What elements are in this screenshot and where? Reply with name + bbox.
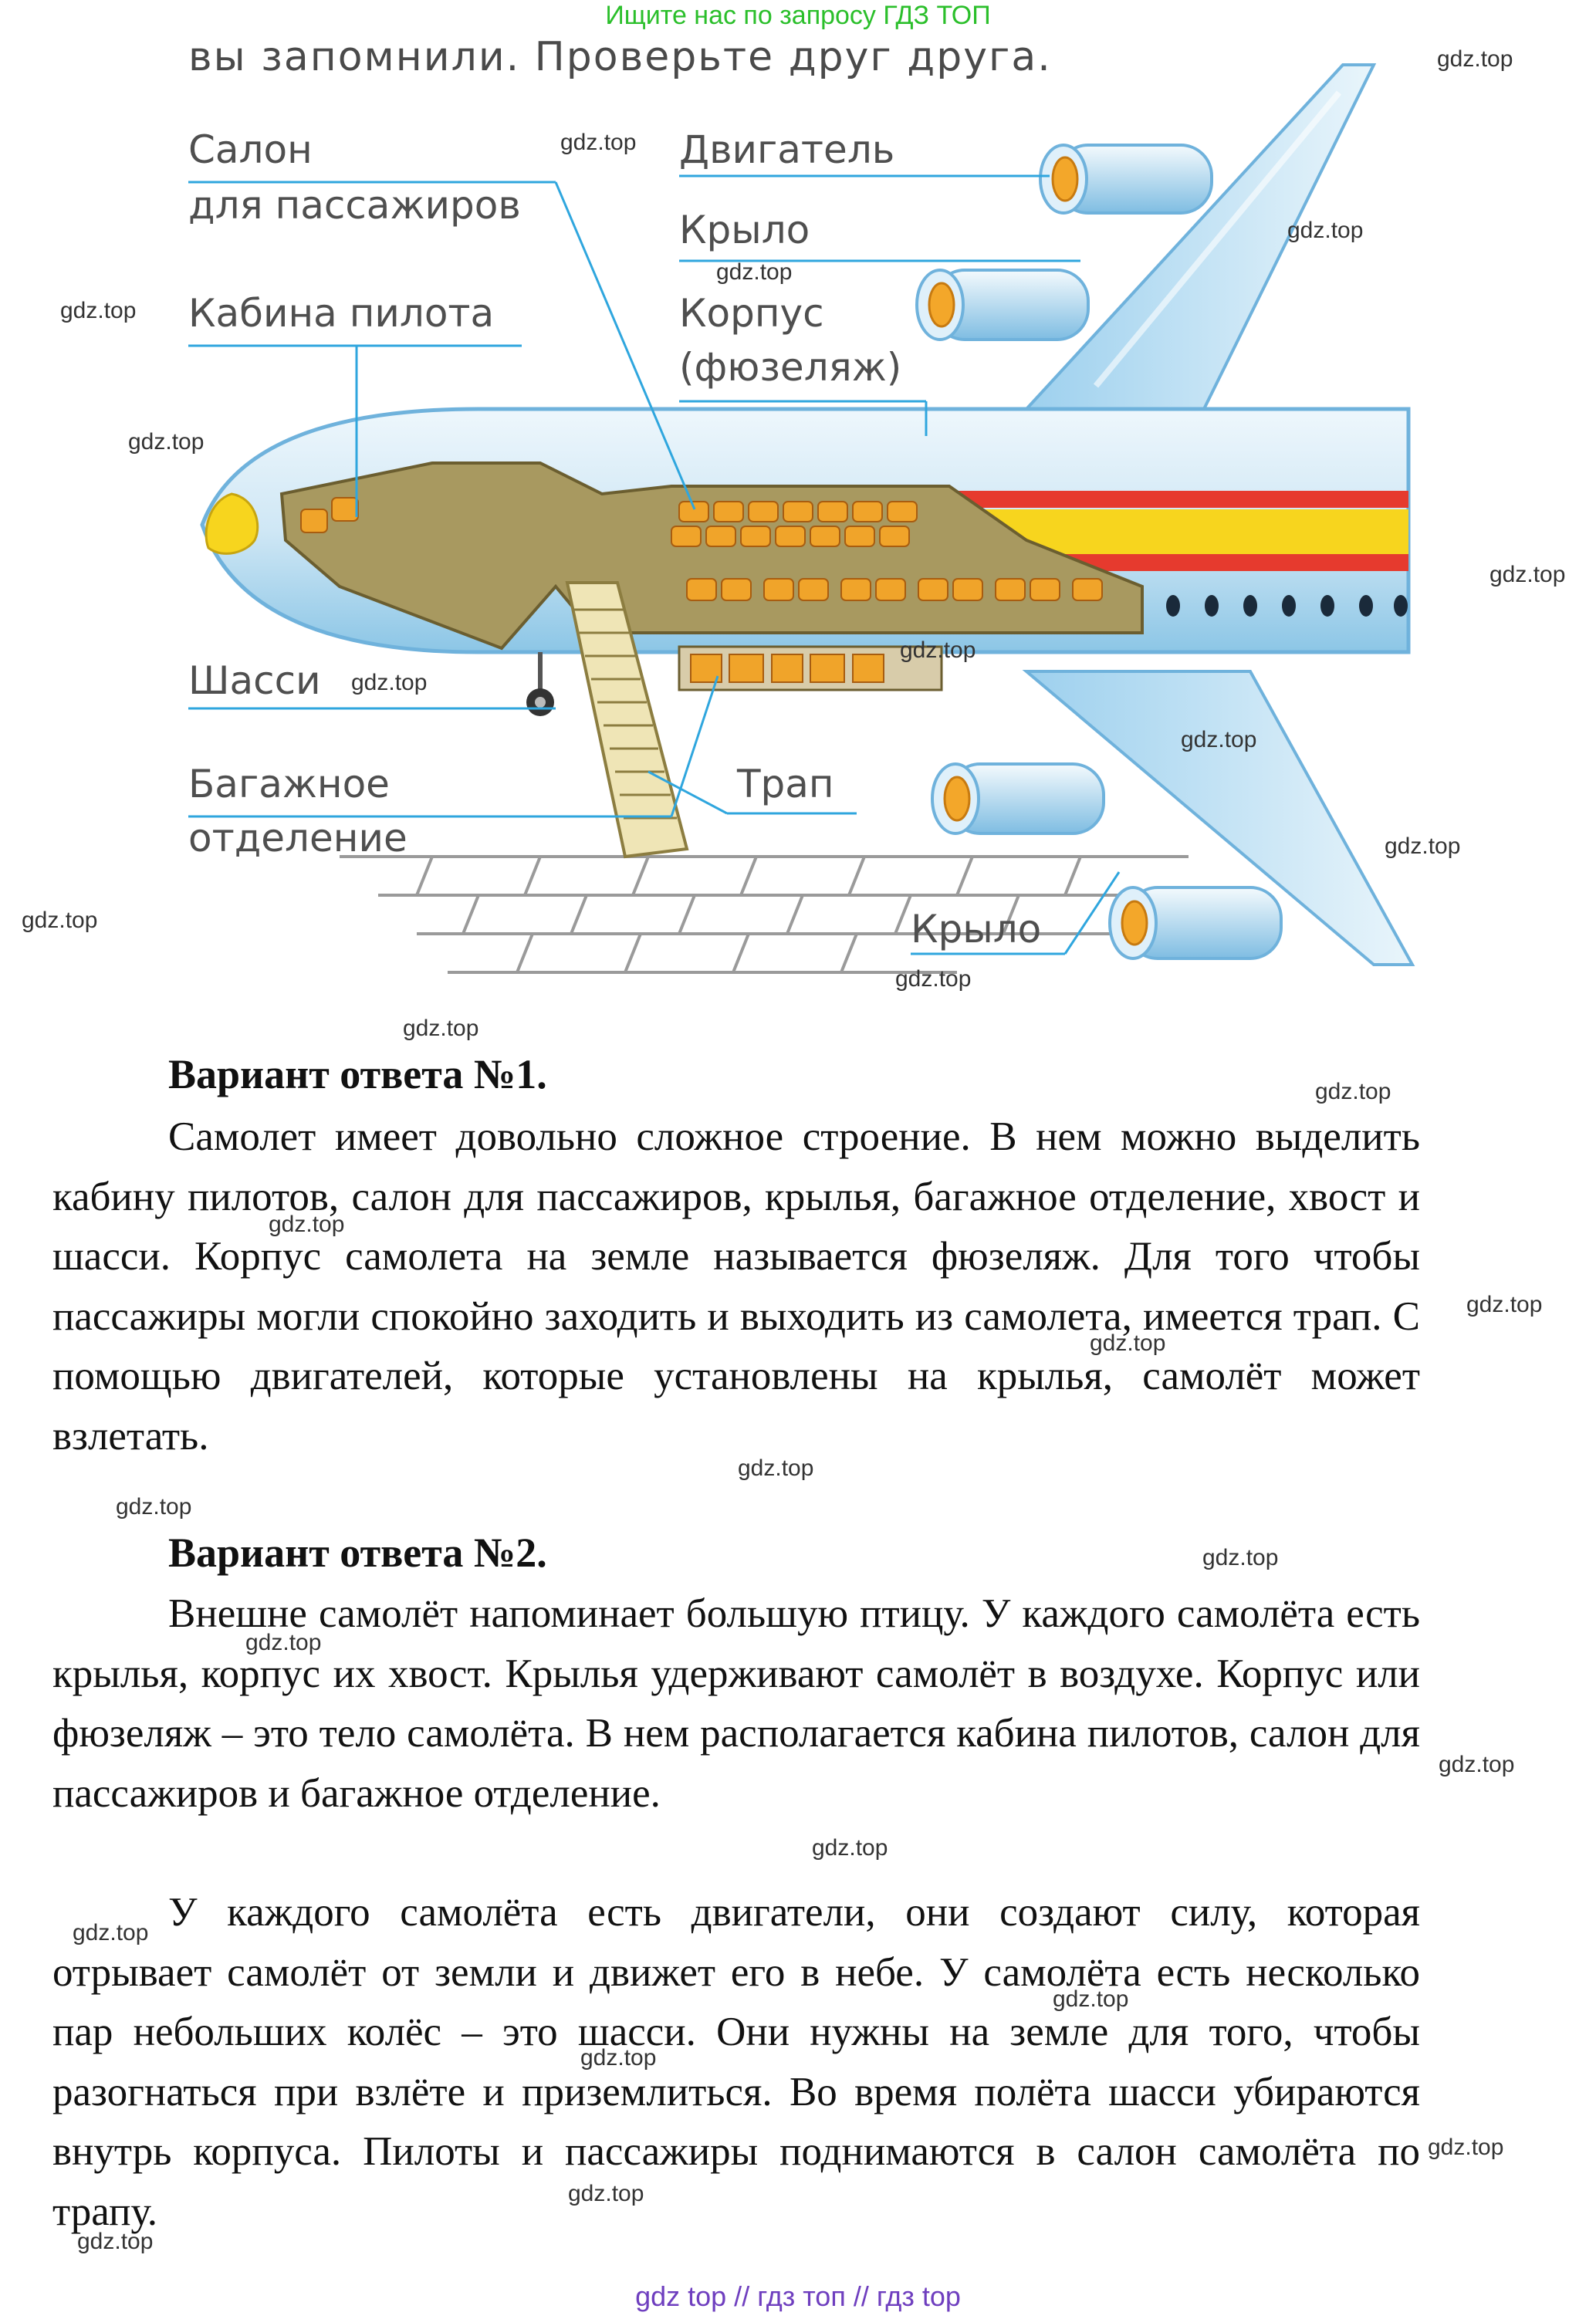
watermark: gdz.top (1385, 833, 1461, 859)
label-ramp: Трап (737, 762, 834, 806)
landing-gear (526, 652, 554, 716)
label-chassis: Шасси (188, 658, 321, 703)
watermark: gdz.top (77, 2229, 154, 2254)
windows (1166, 595, 1408, 617)
lower-engine-2 (1108, 886, 1283, 960)
watermark: gdz.top (716, 259, 793, 285)
watermark: gdz.top (128, 429, 205, 455)
diagram-instruction: вы запомнили. Проверьте друг друга. (188, 34, 1052, 80)
label-wing-top: Крыло (679, 208, 810, 252)
watermark: gdz.top (568, 2181, 644, 2206)
ramp-stairs (565, 581, 689, 859)
watermark: gdz.top (812, 1835, 888, 1861)
answer-1-heading: Вариант ответа №1. (168, 1051, 547, 1097)
label-salon-line1: Салон (188, 127, 313, 172)
answer-2-paragraph-2: У каждого самолёта есть двигатели, они с… (52, 1890, 1420, 2234)
watermark: gdz.top (738, 1455, 814, 1481)
answer-1-paragraph: Самолет имеет довольно сложное строение.… (52, 1114, 1420, 1459)
watermark: gdz.top (269, 1212, 345, 1237)
watermark: gdz.top (1181, 727, 1257, 752)
watermark: gdz.top (245, 1630, 322, 1655)
label-salon-line2: для пассажиров (188, 183, 521, 228)
label-cockpit: Кабина пилота (188, 291, 495, 336)
stripe-red (926, 491, 1408, 508)
watermark: gdz.top (1287, 218, 1364, 243)
answer-2-heading: Вариант ответа №2. (168, 1530, 547, 1576)
watermark: gdz.top (1489, 562, 1566, 587)
upper-engine-2 (915, 269, 1090, 341)
leader-lines (188, 174, 1121, 955)
watermark: gdz.top (351, 670, 428, 695)
label-body-line1: Корпус (679, 291, 824, 336)
watermark: gdz.top (1202, 1545, 1279, 1570)
label-body-line2: (фюзеляж) (679, 345, 902, 390)
label-wing-bottom: Крыло (911, 907, 1042, 952)
watermark: gdz.top (1315, 1079, 1391, 1104)
watermark: gdz.top (1439, 1752, 1515, 1777)
watermark: gdz.top (73, 1920, 149, 1945)
footer-links[interactable]: gdz top // гдз топ // гдз top (635, 2280, 961, 2312)
watermark: gdz.top (1466, 1292, 1543, 1317)
watermark: gdz.top (560, 130, 637, 155)
cockpit-seats (300, 497, 359, 533)
label-baggage-line2: отделение (188, 816, 407, 860)
airplane-diagram: вы запомнили. Проверьте друг друга. Сало… (0, 0, 1596, 1003)
airplane-illustration (188, 63, 1415, 974)
lower-wing (1022, 670, 1415, 966)
watermark: gdz.top (895, 966, 972, 992)
label-baggage-line1: Багажное (188, 762, 390, 806)
watermark: gdz.top (1053, 1986, 1129, 2012)
watermark: gdz.top (1437, 46, 1513, 72)
watermark: gdz.top (1428, 2135, 1504, 2160)
upper-engine-1 (1039, 144, 1213, 215)
watermark: gdz.top (403, 1016, 479, 1041)
header-search-hint[interactable]: Ищите нас по запросу ГДЗ ТОП (605, 1, 991, 30)
ground-tiles (340, 855, 1235, 974)
watermark: gdz.top (22, 908, 98, 933)
watermark: gdz.top (1090, 1330, 1166, 1356)
watermark: gdz.top (116, 1494, 192, 1520)
seats-upper (671, 501, 918, 547)
watermark: gdz.top (900, 637, 976, 663)
lower-engine-1 (931, 762, 1105, 835)
seats-lower (686, 578, 1103, 601)
nose-cone (205, 492, 259, 555)
cabin-cutaway (279, 461, 1144, 651)
watermark: gdz.top (60, 298, 137, 323)
watermark: gdz.top (580, 2045, 657, 2071)
label-engine: Двигатель (679, 127, 895, 172)
answer-2-paragraph-1: Внешне самолёт напоминает большую птицу.… (52, 1591, 1420, 1816)
